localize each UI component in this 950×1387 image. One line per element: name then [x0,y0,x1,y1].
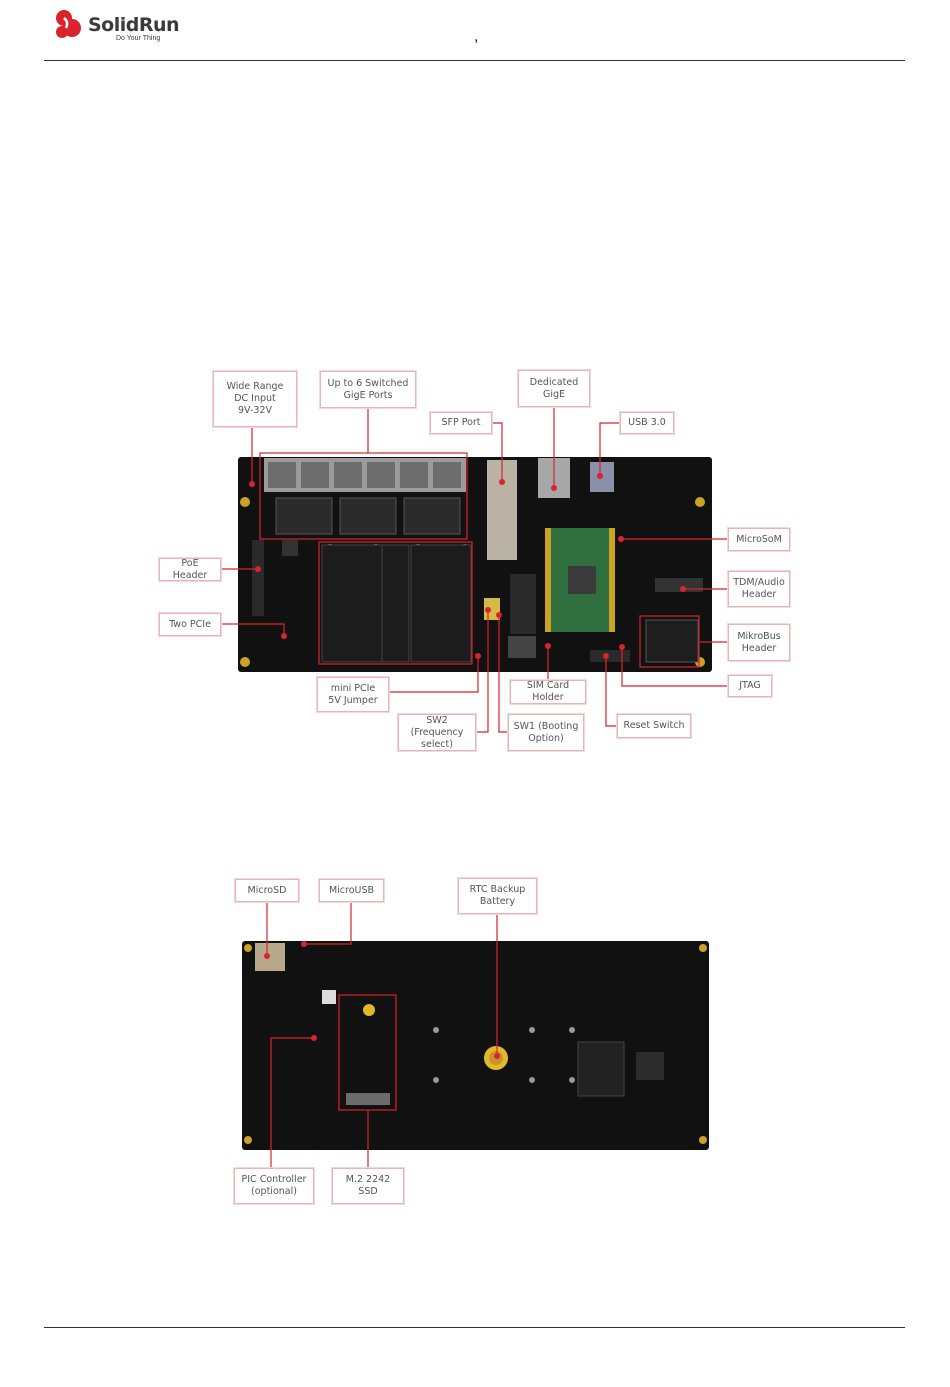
callout-mikrobus-header: MikroBus Header [728,624,790,661]
logo-wordmark: SolidRun [88,14,180,36]
callout-sim-card-holder: SIM Card Holder [510,680,586,704]
callout-pic-controller: PIC Controller (optional) [234,1168,314,1204]
header-rule [44,60,905,61]
callout-microusb: MicroUSB [319,879,384,902]
callout-sw2-frequency-select: SW2 (Frequency select) [398,714,476,751]
callout-dedicated-gige: Dedicated GigE [518,370,590,407]
callout-mini-pcie-5v-jumper: mini PCIe 5V Jumper [317,677,389,712]
callout-tdm-audio-header: TDM/Audio Header [728,571,790,607]
callout-sw1-booting-option: SW1 (Booting Option) [508,714,584,751]
header-mark: , [474,28,479,45]
callout-poe-header: PoE Header [159,558,221,581]
callout-reset-switch: Reset Switch [617,714,691,738]
callout-sfp-port: SFP Port [430,412,492,434]
callout-usb3: USB 3.0 [620,412,674,434]
callout-m2-2242-ssd: M.2 2242 SSD [332,1168,404,1204]
solidrun-logo: SolidRun Do Your Thing [52,8,182,44]
solidrun-logo-icon [56,10,81,38]
callout-wide-range-dc-input: Wide Range DC Input 9V-32V [213,371,297,427]
callout-microsom: MicroSoM [728,528,790,551]
callout-two-pcie: Two PCIe [159,613,221,636]
callout-microsd: MicroSD [235,879,299,902]
footer-rule [44,1327,905,1328]
top-board-photo [238,457,712,672]
callout-jtag: JTAG [728,675,772,697]
logo-tagline: Do Your Thing [116,35,161,42]
callout-rtc-backup-battery: RTC Backup Battery [458,878,537,914]
callout-switched-gige-ports: Up to 6 Switched GigE Ports [320,371,416,408]
bottom-board-photo [242,941,709,1150]
